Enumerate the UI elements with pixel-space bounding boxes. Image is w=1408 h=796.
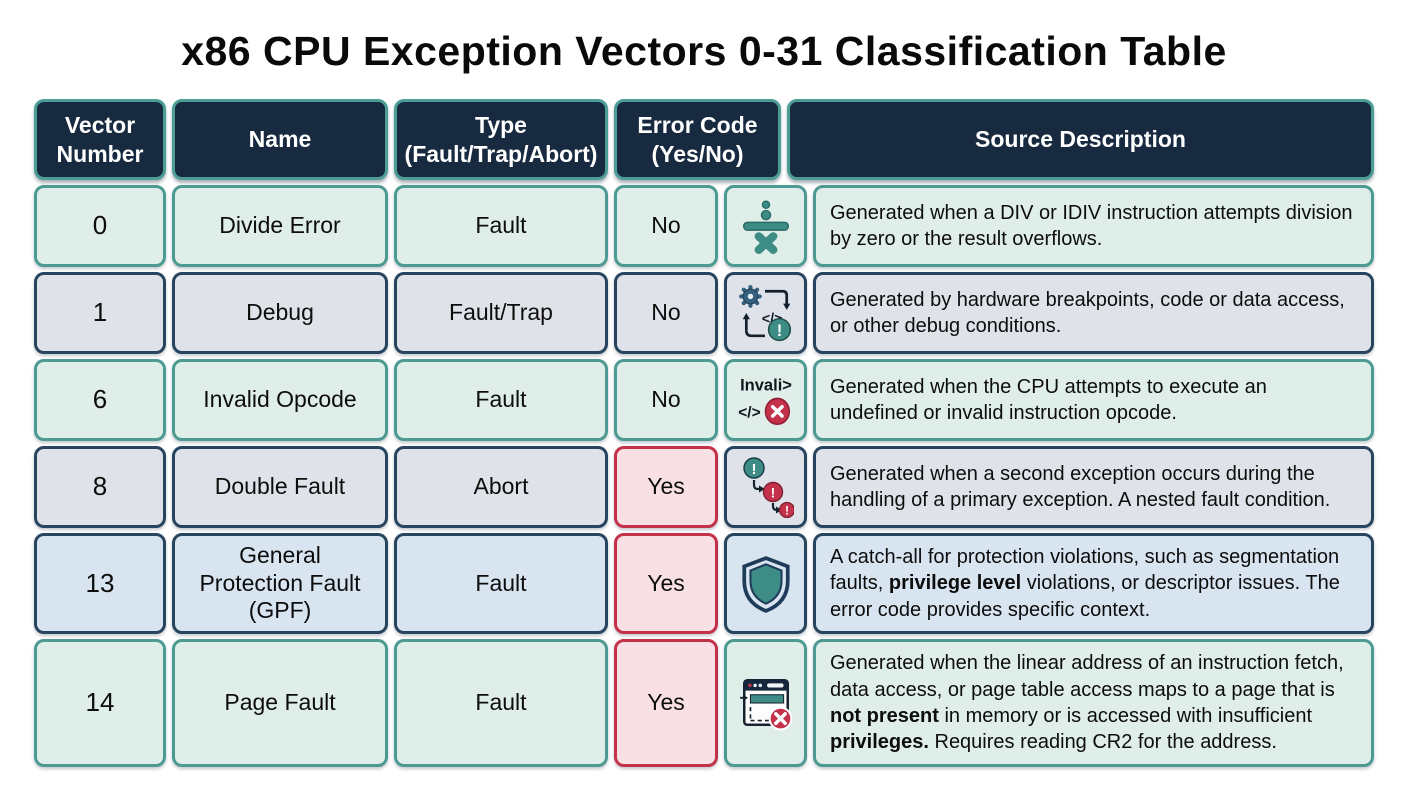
type-cell: Fault/Trap <box>394 272 608 354</box>
type-cell: Fault <box>394 533 608 635</box>
table-row: 0 Divide Error Fault No Generated when a… <box>34 185 1374 267</box>
header-cell-name: Name <box>172 99 388 180</box>
error-code-cell: Yes <box>614 446 718 528</box>
description-cell: Generated when a DIV or IDIV instruction… <box>813 185 1374 267</box>
page-title: x86 CPU Exception Vectors 0-31 Classific… <box>181 28 1227 74</box>
description-cell: Generated when a second exception occurs… <box>813 446 1374 528</box>
exception-icon-cell <box>724 533 807 635</box>
exception-icon-cell: ! ! ! <box>724 446 807 528</box>
svg-text:!: ! <box>776 321 782 340</box>
vector-cell: 0 <box>34 185 166 267</box>
header-cell-error-code: Error Code(Yes/No) <box>614 99 781 180</box>
shield-icon <box>741 555 790 613</box>
svg-text:!: ! <box>770 485 775 501</box>
name-cell: Divide Error <box>172 185 388 267</box>
type-cell: Fault <box>394 185 608 267</box>
error-code-cell: Yes <box>614 639 718 767</box>
name-cell: General Protection Fault (GPF) <box>172 533 388 635</box>
debug-icon: </> ! <box>738 285 791 342</box>
header-cell-source-description: Source Description <box>787 99 1374 180</box>
exception-icon-cell: Invali> </> <box>724 359 807 441</box>
vector-cell: 6 <box>34 359 166 441</box>
table-row: 6 Invalid Opcode Fault No Invali> </> Ge… <box>34 359 1374 441</box>
vector-cell: 14 <box>34 639 166 767</box>
vector-cell: 8 <box>34 446 166 528</box>
description-cell: Generated when the CPU attempts to execu… <box>813 359 1374 441</box>
svg-text:!: ! <box>785 504 789 518</box>
exception-icon-cell <box>724 185 807 267</box>
vector-cell: 13 <box>34 533 166 635</box>
svg-text:Invali>: Invali> <box>740 376 792 395</box>
exception-icon-cell <box>724 639 807 767</box>
svg-text:!: ! <box>751 461 756 478</box>
type-cell: Fault <box>394 639 608 767</box>
invalid-opcode-icon: Invali> </> <box>738 376 792 426</box>
table-row: 8 Double Fault Abort Yes ! ! ! Generated… <box>34 446 1374 528</box>
page: x86 CPU Exception Vectors 0-31 Classific… <box>0 28 1408 767</box>
vector-cell: 1 <box>34 272 166 354</box>
double-fault-icon: ! ! ! <box>742 457 794 518</box>
error-code-cell: No <box>614 272 718 354</box>
header-cell-type: Type(Fault/Trap/Abort) <box>394 99 608 180</box>
table-row: 13 General Protection Fault (GPF) Fault … <box>34 533 1374 635</box>
name-cell: Double Fault <box>172 446 388 528</box>
name-cell: Debug <box>172 272 388 354</box>
table-row: 1 Debug Fault/Trap No </> ! Generated by… <box>34 272 1374 354</box>
svg-text:</>: </> <box>738 405 760 422</box>
type-cell: Abort <box>394 446 608 528</box>
name-cell: Page Fault <box>172 639 388 767</box>
exception-icon-cell: </> ! <box>724 272 807 354</box>
table-row: 14 Page Fault Fault Yes Generated when t… <box>34 639 1374 767</box>
error-code-cell: No <box>614 185 718 267</box>
type-cell: Fault <box>394 359 608 441</box>
divide-icon <box>742 200 789 254</box>
description-cell: Generated when the linear address of an … <box>813 639 1374 767</box>
page-fault-icon <box>739 678 792 731</box>
error-code-cell: Yes <box>614 533 718 635</box>
description-cell: Generated by hardware breakpoints, code … <box>813 272 1374 354</box>
description-cell: A catch-all for protection violations, s… <box>813 533 1374 635</box>
name-cell: Invalid Opcode <box>172 359 388 441</box>
error-code-cell: No <box>614 359 718 441</box>
